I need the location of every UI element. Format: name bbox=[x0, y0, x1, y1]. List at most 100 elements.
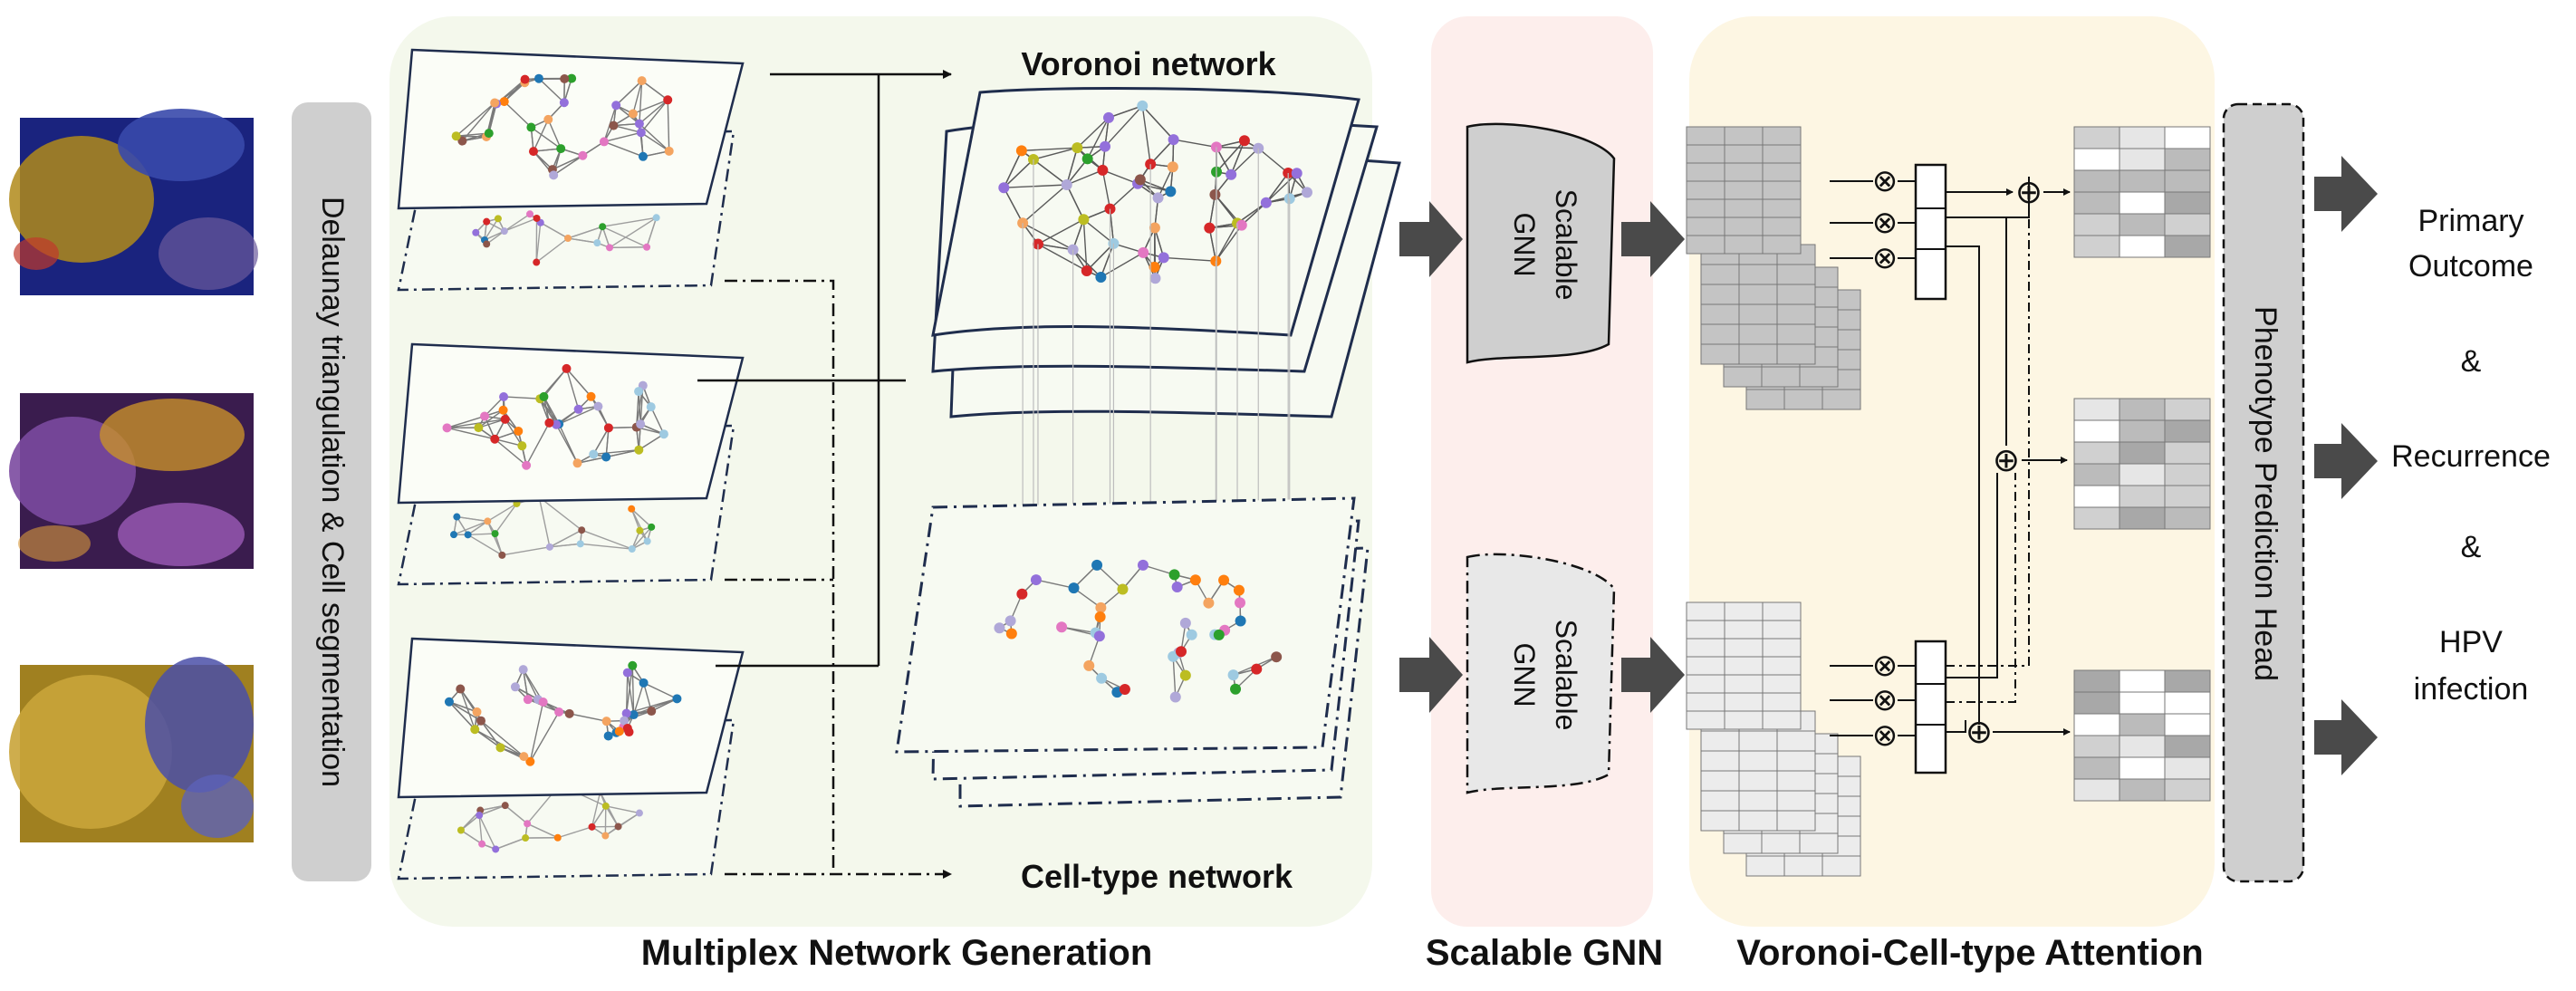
graph-node bbox=[636, 526, 644, 534]
matrix-cell bbox=[1700, 750, 1740, 772]
matrix-cell bbox=[2119, 485, 2166, 508]
graph-node bbox=[603, 731, 613, 741]
graph-edge bbox=[1104, 105, 1143, 148]
matrix-cell bbox=[2073, 148, 2120, 171]
graph-node bbox=[500, 414, 510, 424]
matrix-cell bbox=[1762, 126, 1802, 146]
graph-node bbox=[533, 258, 541, 266]
graph-edge bbox=[1087, 117, 1110, 159]
matrix-cell bbox=[1762, 216, 1802, 236]
graph-edge bbox=[529, 711, 560, 763]
graph-node bbox=[636, 128, 646, 138]
matrix-cell bbox=[1686, 235, 1725, 255]
graph-edge bbox=[602, 216, 657, 227]
output-arrows bbox=[2314, 156, 2378, 775]
graph-edge bbox=[523, 669, 529, 700]
matrix-cell bbox=[1700, 810, 1740, 832]
graph-edge bbox=[601, 226, 648, 248]
matrix-cell bbox=[1776, 284, 1816, 305]
matrix-cell bbox=[1724, 692, 1764, 712]
graph-node bbox=[449, 531, 457, 539]
graph-edge bbox=[457, 515, 488, 523]
graph-node bbox=[637, 76, 647, 86]
graph-edge bbox=[533, 119, 549, 152]
matrix-cell bbox=[2164, 463, 2211, 486]
graph-node bbox=[1233, 584, 1245, 596]
multiply-symbol: ⊗ bbox=[1872, 649, 1898, 683]
matrix-cell bbox=[2073, 713, 2120, 736]
matrix-cell bbox=[1776, 730, 1816, 752]
matrix-cell bbox=[1776, 303, 1816, 325]
graph-edge bbox=[577, 456, 607, 464]
graph-edge bbox=[486, 503, 517, 523]
graph-node bbox=[1291, 168, 1302, 179]
matrix-cell bbox=[1738, 790, 1778, 812]
matrix-cell bbox=[1686, 638, 1725, 658]
graph-node bbox=[1235, 219, 1247, 231]
graph-node bbox=[1091, 559, 1103, 571]
matrix-cell bbox=[1738, 750, 1778, 772]
graph-edge bbox=[1003, 159, 1034, 188]
multiply-symbol: ⊗ bbox=[1872, 683, 1898, 717]
matrix-cell bbox=[2073, 756, 2120, 780]
graph-node bbox=[1078, 214, 1090, 226]
graph-node bbox=[589, 449, 599, 459]
graph-node bbox=[1235, 615, 1246, 627]
outcome-primary-1: Primary bbox=[2417, 204, 2523, 238]
gnn-block-top bbox=[1466, 122, 1616, 364]
graph-node bbox=[564, 708, 574, 718]
phenotype-head-label: Phenotype Prediction Head bbox=[2248, 306, 2283, 681]
graph-node bbox=[1083, 659, 1095, 671]
graph-node bbox=[1119, 683, 1130, 695]
graph-edge bbox=[480, 720, 524, 757]
voronoi-network-graph bbox=[998, 100, 1312, 284]
graph-edge bbox=[1137, 183, 1171, 193]
graph-edge bbox=[505, 804, 528, 824]
graph-node bbox=[562, 363, 572, 373]
graph-edge bbox=[1265, 172, 1298, 204]
graph-node bbox=[639, 678, 649, 688]
graph-node bbox=[603, 423, 613, 433]
graph-edge bbox=[1109, 208, 1115, 244]
matrix-cell bbox=[2119, 169, 2166, 193]
graph-node bbox=[483, 240, 491, 248]
graph-edge bbox=[1172, 656, 1177, 698]
graph-node bbox=[510, 682, 520, 692]
graph-node bbox=[636, 419, 646, 429]
graph-edge bbox=[640, 99, 668, 133]
graph-node bbox=[500, 227, 508, 236]
graph-node bbox=[620, 716, 630, 726]
arrow-primary bbox=[2314, 156, 2378, 232]
graph-edge bbox=[565, 368, 592, 398]
graph-node bbox=[624, 727, 634, 737]
graph-edge bbox=[606, 449, 639, 458]
graph-edge bbox=[627, 672, 635, 716]
graph-edge bbox=[495, 837, 526, 851]
graph-node bbox=[1068, 582, 1080, 594]
graph-node bbox=[576, 540, 584, 548]
multiply-symbols-top: ⊗ ⊗ ⊗ bbox=[1872, 164, 1898, 275]
matrix-cell bbox=[1686, 216, 1725, 236]
matrix-cell bbox=[1738, 730, 1778, 752]
matrix-cell bbox=[1724, 656, 1764, 676]
gnn-block-bottom bbox=[1466, 553, 1616, 794]
graph-node bbox=[1158, 252, 1169, 264]
matrix-cell bbox=[2073, 506, 2120, 530]
graph-edge bbox=[547, 119, 562, 149]
matrix-cell bbox=[1700, 323, 1740, 345]
graph-node bbox=[519, 752, 529, 762]
outcome-and-2: & bbox=[2461, 530, 2482, 564]
graph-edge bbox=[638, 433, 665, 451]
graph-edge bbox=[1142, 564, 1175, 576]
graph-edge bbox=[1066, 169, 1103, 186]
graph-node bbox=[606, 244, 614, 252]
matrix-cell bbox=[1761, 366, 1801, 388]
graph-edge bbox=[495, 438, 523, 447]
gnn-top-label-2: GNN bbox=[1508, 212, 1541, 276]
multiply-symbol: ⊗ bbox=[1872, 718, 1898, 753]
matrix-cell bbox=[1783, 855, 1823, 877]
graph-edge bbox=[543, 396, 560, 425]
matrix-cell bbox=[1776, 790, 1816, 812]
graph-edge bbox=[448, 701, 477, 713]
graph-edge bbox=[1022, 184, 1068, 224]
